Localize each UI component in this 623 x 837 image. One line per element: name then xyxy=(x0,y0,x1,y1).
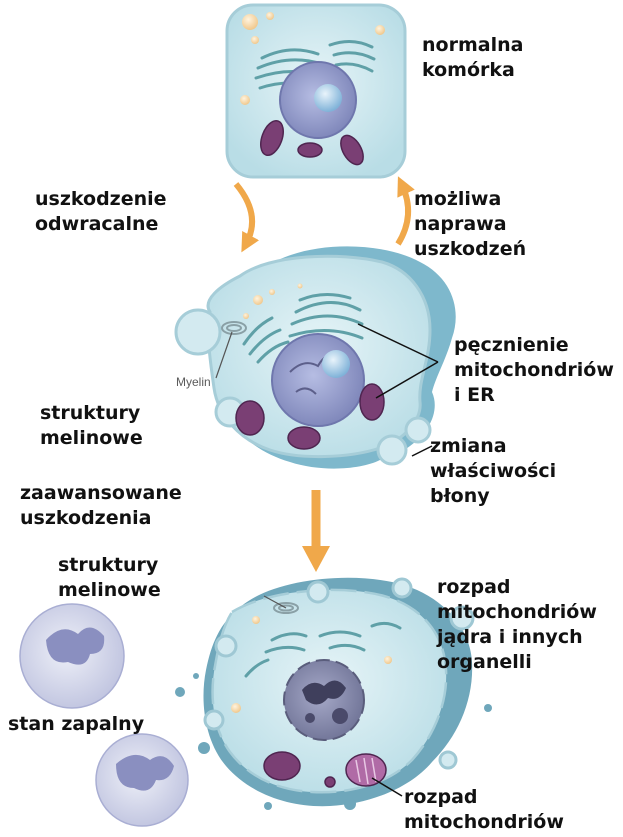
arrow-repair xyxy=(398,185,408,244)
label-membrane-change: zmiana właściwości błony xyxy=(430,434,556,509)
label-myelin-structures-2: struktury melinowe xyxy=(58,553,161,603)
label-myelin: Myelin xyxy=(176,375,211,389)
membrane-pointer xyxy=(412,446,432,456)
leukocyte-2 xyxy=(96,734,188,826)
nucleus xyxy=(280,62,356,138)
label-possible-repair: możliwa naprawa uszkodzeń xyxy=(414,187,526,262)
leukocyte-1 xyxy=(20,604,124,708)
label-swelling: pęcznienie mitochondriów i ER xyxy=(454,333,614,408)
label-advanced-injury: zaawansowane uszkodzenia xyxy=(20,481,182,531)
label-inflammation: stan zapalny xyxy=(8,712,144,737)
label-myelin-structures-1: struktury melinowe xyxy=(40,401,143,451)
normal-cell xyxy=(227,5,405,177)
arrow-injury xyxy=(236,184,252,244)
disintegrating-nucleus xyxy=(284,660,364,740)
nucleus-2 xyxy=(272,334,364,426)
swollen-cell xyxy=(176,246,456,468)
label-normal-cell: normalna komórka xyxy=(422,33,523,83)
label-breakdown-organelles: rozpad mitochondriów jądra i innych orga… xyxy=(437,575,597,675)
label-breakdown-mitochondria: rozpad mitochondriów xyxy=(404,785,564,835)
arrow-advanced xyxy=(302,490,330,572)
label-reversible-injury: uszkodzenie odwracalne xyxy=(35,187,167,237)
arrows-reversible xyxy=(236,184,408,244)
